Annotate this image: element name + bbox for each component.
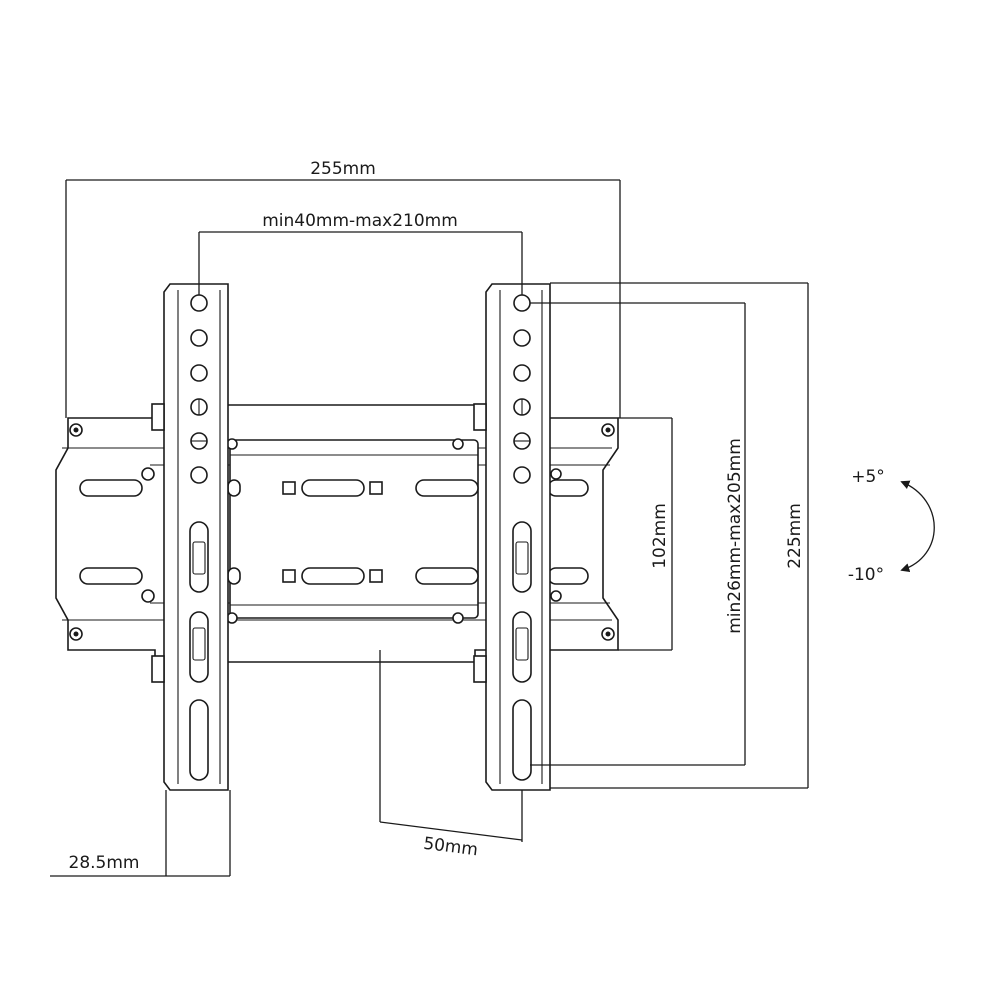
dimension-profile: 28.5mm <box>50 790 231 877</box>
label-vesa-vertical: min26mm-max205mm <box>725 438 745 634</box>
label-vesa-horizontal: min40mm-max210mm <box>262 211 458 231</box>
tilt-indicator: +5° -10° <box>848 467 935 585</box>
label-overall-height: 225mm <box>785 503 805 569</box>
label-profile: 28.5mm <box>69 853 140 873</box>
right-vertical-bracket <box>473 283 551 791</box>
label-tilt-up: +5° <box>851 467 885 487</box>
dimension-overall-height: 225mm <box>550 282 809 789</box>
label-tilt-down: -10° <box>848 565 884 585</box>
tilt-arrow-icon <box>900 480 935 573</box>
label-wall-distance: 50mm <box>422 834 479 861</box>
label-overall-width: 255mm <box>310 159 376 179</box>
dimension-vesa-vertical: min26mm-max205mm <box>530 302 746 766</box>
dimension-vesa-horizontal: min40mm-max210mm <box>198 211 523 295</box>
label-plate-height: 102mm <box>650 503 670 569</box>
wall-screws <box>69 423 615 641</box>
left-vertical-bracket <box>151 283 229 791</box>
dimension-plate-height: 102mm <box>618 417 673 651</box>
wall-plate-slots <box>79 479 589 585</box>
dimension-overall-width: 255mm <box>65 159 621 418</box>
